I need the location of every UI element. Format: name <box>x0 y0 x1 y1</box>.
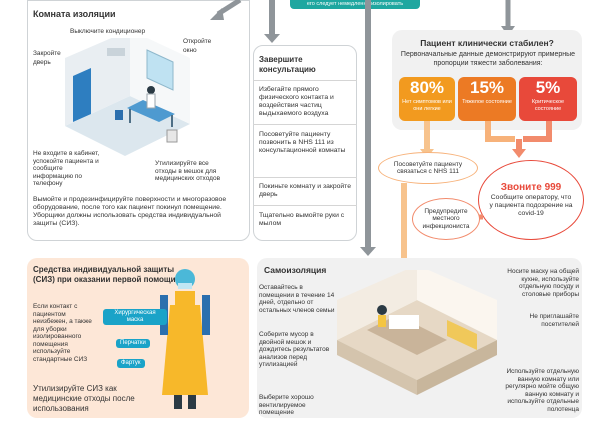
stat-label-severe: Тяжелое состояние <box>462 99 512 105</box>
consult-divider-3 <box>253 205 357 206</box>
stat-pct-critical: 5% <box>535 78 561 97</box>
ppe-label-apron: Фартук <box>117 359 145 368</box>
stat-box-critical: 5% Критическое состояние <box>519 77 577 121</box>
stat-pct-mild: 80% <box>409 78 445 97</box>
finish-consult-title: Завершите консультацию <box>259 55 316 74</box>
consult-divider-2 <box>253 177 357 178</box>
connector-self-isolation <box>365 0 371 250</box>
self-iso-left-2: Выберите хорошо вентилируемое помещение <box>259 394 314 416</box>
stat-box-mild: 80% Нет симптомов или они легкие <box>399 77 455 121</box>
advise-111-text: Посоветуйте пациенту связаться с NHS 111 <box>393 160 463 176</box>
isolation-room-footer: Вымойте и продезинфицируйте поверхности … <box>33 196 227 227</box>
consult-item-3: Тщательно вымойте руки с мылом <box>259 212 345 227</box>
consult-divider-1 <box>253 124 357 125</box>
stat-label-mild: Нет симптомов или они легкие <box>402 99 452 112</box>
warn-local-text: Предупредите местного инфекциониста <box>422 207 470 230</box>
label-ac: Выключите кондиционер <box>70 28 146 35</box>
call-999-oval: Звоните 999 Сообщите оператору, что у па… <box>478 160 584 240</box>
consult-item-1: Посоветуйте пациенту позвонить в NHS 111… <box>259 131 346 154</box>
connector-consult-head <box>264 34 280 43</box>
ppe-label-mask: Хирургическая маска <box>103 309 167 325</box>
self-iso-right-2: Используйте отдельную ванную комнату или… <box>505 368 579 413</box>
advise-111-oval: Посоветуйте пациенту связаться с NHS 111 <box>378 152 478 184</box>
consult-item-2: Покиньте комнату и закройте дверь <box>259 183 351 198</box>
connector-consult <box>269 0 275 37</box>
isolation-room-illustration <box>65 38 190 156</box>
ppe-footer: Утилизируйте СИЗ как медицинские отходы … <box>33 384 135 413</box>
self-isolation-title: Самоизоляция <box>264 265 327 275</box>
stat-label-critical: Критическое состояние <box>531 99 565 112</box>
stat-pct-severe: 15% <box>469 78 505 97</box>
label-window: Откройте окно <box>183 38 212 54</box>
self-iso-right-1: Не приглашайте посетителей <box>529 313 580 328</box>
warn-local-oval: Предупредите местного инфекциониста <box>412 198 480 240</box>
isolation-room-title: Комната изоляции <box>33 9 116 19</box>
self-iso-right-0: Носите маску на общей кухне, используйте… <box>507 268 579 298</box>
ppe-panel <box>27 258 249 418</box>
stable-subtitle: Первоначальные данные демонстрируют прим… <box>400 51 576 67</box>
finish-consult-card <box>253 45 357 241</box>
stable-title: Пациент клинически стабилен? <box>420 38 554 48</box>
top-banner: его следует немедленно изолировать <box>290 0 420 9</box>
call-999-text: Сообщите оператору, что у пациента подоз… <box>489 194 573 217</box>
label-waste: Утилизируйте все отходы в мешок для меди… <box>155 160 221 182</box>
ppe-label-gloves: Перчатки <box>116 339 150 348</box>
consult-divider-0 <box>253 80 357 81</box>
label-door: Закройте дверь <box>33 50 61 66</box>
label-no-enter: Не входите в кабинет, успокойте пациента… <box>33 150 100 187</box>
ppe-figure-illustration <box>160 269 210 409</box>
connector-self-isolation-head <box>360 247 376 256</box>
apartment-illustration <box>337 270 497 395</box>
stat-box-severe: 15% Тяжелое состояние <box>458 77 516 121</box>
ppe-left-text: Если контакт с пациентом неизбежен, а та… <box>33 303 92 363</box>
call-999-title: Звоните 999 <box>500 182 562 193</box>
self-iso-left-1: Соберите мусор в двойной мешок и дождите… <box>259 331 330 368</box>
top-banner-text: его следует немедленно изолировать <box>306 1 404 7</box>
ppe-title: Средства индивидуальной защиты (СИЗ) при… <box>33 265 176 284</box>
self-iso-left-0: Оставайтесь в помещении в течение 14 дне… <box>259 284 335 314</box>
consult-item-0: Избегайте прямого физического контакта и… <box>259 86 334 117</box>
